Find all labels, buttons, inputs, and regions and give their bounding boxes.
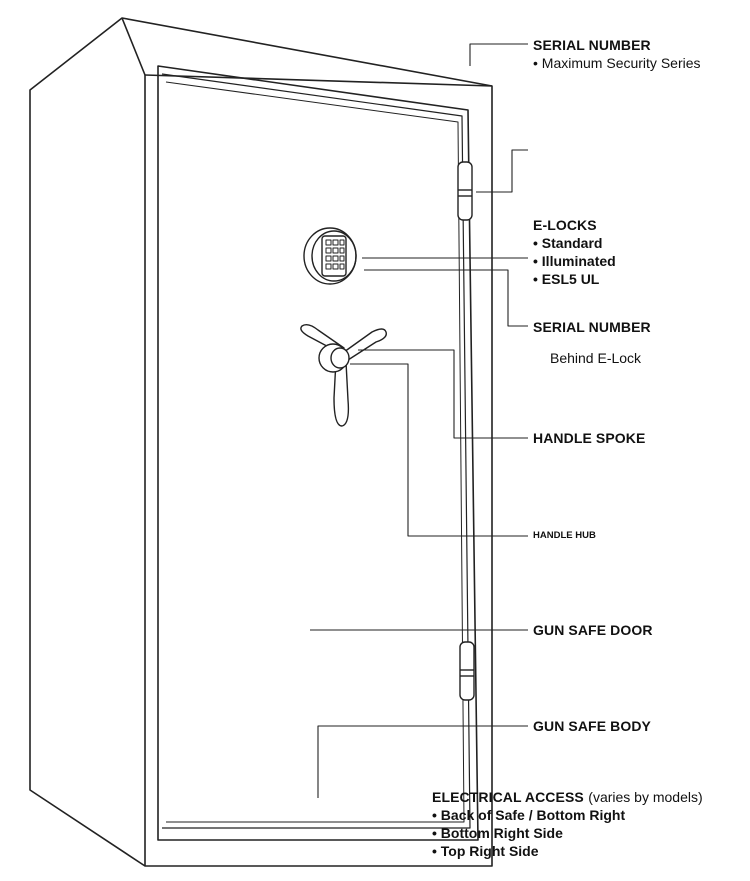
handle-spokes — [300, 323, 387, 427]
serial-number-top-item: Maximum Security Series — [533, 55, 701, 71]
elocks-item-esl5: ESL5 UL — [533, 271, 600, 287]
electrical-access-heading: ELECTRICAL ACCESS (varies by models) — [432, 789, 703, 807]
bottom-hinge — [459, 641, 475, 701]
safe-body — [29, 17, 493, 867]
serial-number-mid-title: SERIAL NUMBER — [533, 319, 651, 335]
elock-keypad — [303, 227, 357, 285]
gun-safe-door-label: GUN SAFE DOOR — [533, 622, 653, 638]
electrical-access-title: ELECTRICAL ACCESS — [432, 789, 584, 805]
leader-lines — [310, 43, 528, 798]
serial-number-top-title: SERIAL NUMBER — [533, 37, 651, 53]
handle-spoke-label: HANDLE SPOKE — [533, 430, 646, 446]
serial-number-mid-note: Behind E-Lock — [550, 350, 642, 366]
gun-safe-body-label: GUN SAFE BODY — [533, 718, 651, 734]
handle-hub-label: HANDLE HUB — [533, 530, 596, 541]
electrical-item-top-right: Top Right Side — [432, 843, 539, 859]
electrical-item-bottom-right: Bottom Right Side — [432, 825, 563, 841]
elocks-title: E-LOCKS — [533, 217, 597, 233]
elocks-item-standard: Standard — [533, 235, 603, 251]
elocks-item-illuminated: Illuminated — [533, 253, 616, 269]
electrical-access-qualifier: (varies by models) — [588, 789, 703, 805]
electrical-item-back: Back of Safe / Bottom Right — [432, 807, 625, 823]
safe-door — [157, 65, 479, 841]
top-hinge — [457, 161, 473, 221]
handle-hub — [318, 343, 350, 373]
